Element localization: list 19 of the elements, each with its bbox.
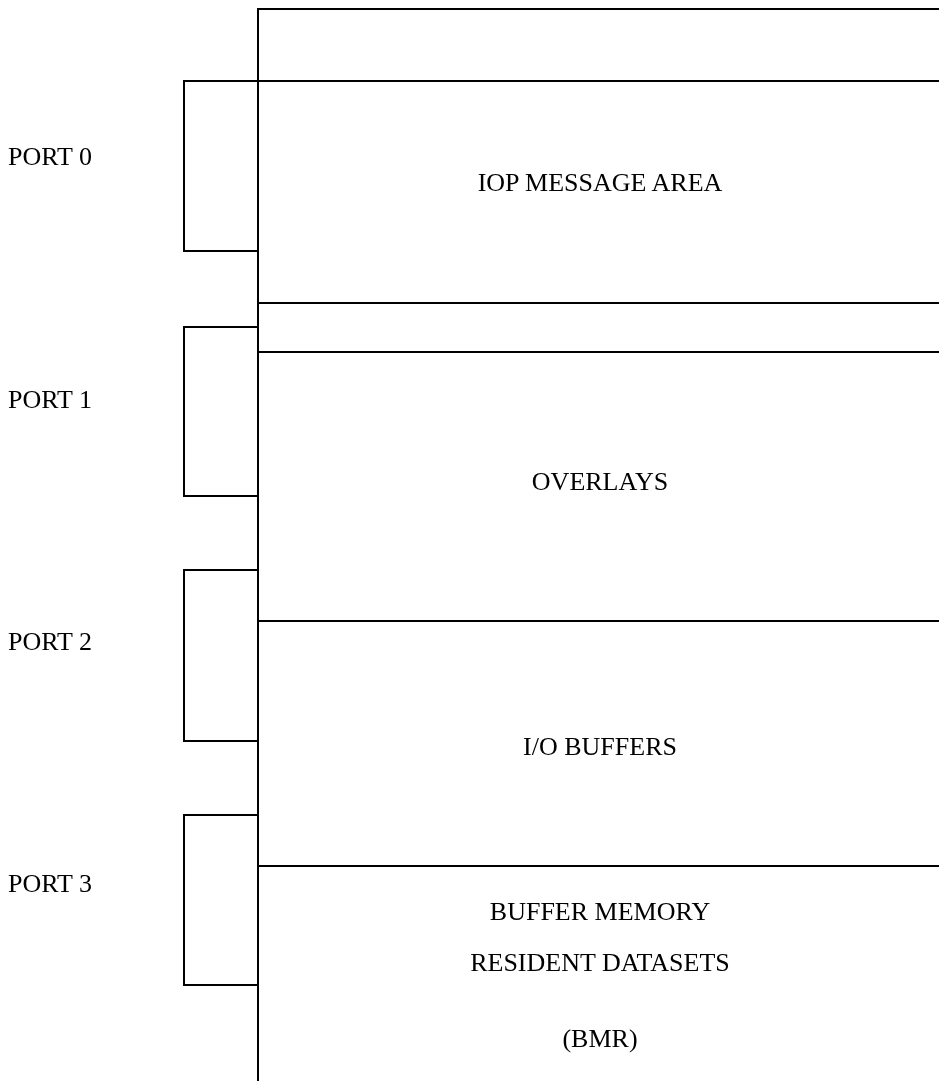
port-label: PORT 3 bbox=[8, 868, 92, 900]
memory-region bbox=[257, 80, 939, 302]
port-label: PORT 0 bbox=[8, 141, 92, 173]
region-label: BUFFER MEMORY RESIDENT DATASETS bbox=[469, 895, 731, 979]
port-bracket bbox=[183, 814, 259, 986]
memory-region bbox=[257, 8, 939, 80]
port-bracket bbox=[183, 569, 259, 742]
memory-region bbox=[257, 351, 939, 620]
memory-region bbox=[257, 620, 939, 865]
region-label: I/O BUFFERS bbox=[523, 731, 677, 763]
port-label: PORT 2 bbox=[8, 626, 92, 658]
port-bracket bbox=[183, 326, 259, 497]
port-bracket bbox=[183, 80, 259, 252]
port-label: PORT 1 bbox=[8, 384, 92, 416]
memory-region bbox=[257, 865, 939, 1081]
region-label: IOP MESSAGE AREA bbox=[477, 167, 723, 199]
region-label: (BMR) bbox=[562, 1023, 638, 1055]
region-label: OVERLAYS bbox=[531, 466, 669, 498]
memory-region bbox=[257, 302, 939, 351]
